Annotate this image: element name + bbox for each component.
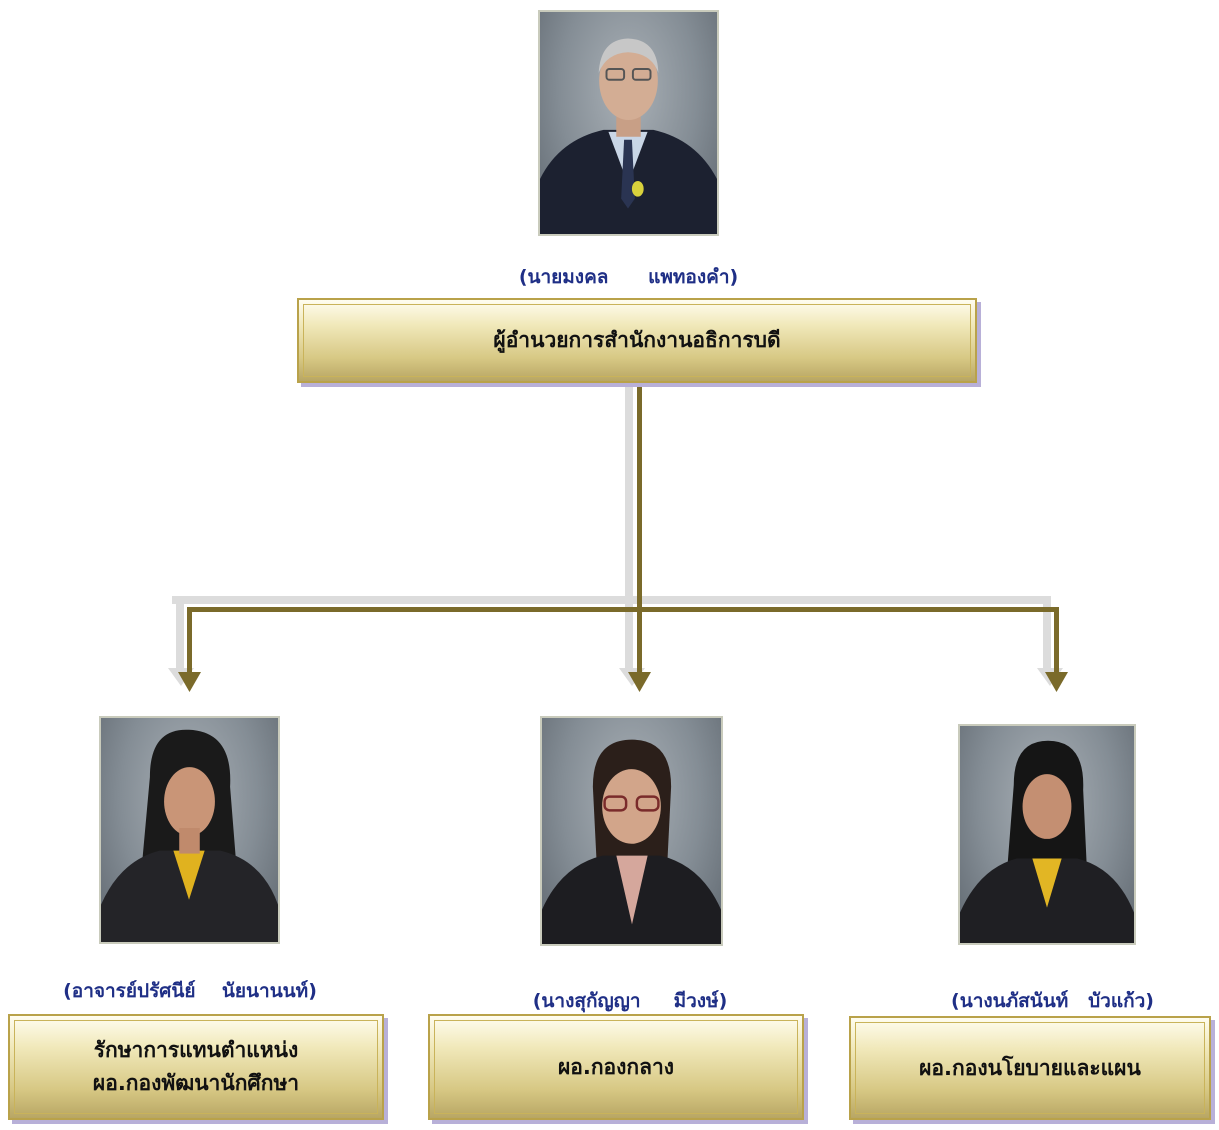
subordinate-2-position-box: ผอ.กองกลาง: [428, 1014, 804, 1120]
vertical-trunk-line: [637, 382, 642, 672]
subordinate-2-photo: [540, 716, 723, 946]
subordinate-2-position-label: ผอ.กองกลาง: [557, 1054, 675, 1079]
director-position-box: ผู้อำนวยการสำนักงานอธิการบดี: [297, 298, 977, 383]
branch-left-line: [187, 607, 192, 673]
subordinate-3-position-label: ผอ.กองนโยบายและแผน: [919, 1055, 1141, 1080]
horizontal-branch-line: [187, 607, 1059, 612]
director-name: (นายมงคล แพทองคำ): [518, 266, 739, 288]
arrow-center-icon: [628, 672, 651, 692]
subordinate-3-name: (นางนภัสนันท์ บัวแก้ว): [951, 990, 1154, 1012]
arrow-right-icon: [1045, 672, 1068, 692]
subordinate-1-position-label: รักษาการแทนตำแหน่ง ผอ.กองพัฒนานักศึกษา: [92, 1038, 300, 1095]
subordinate-1-name: (อาจารย์ปรัศนีย์ นัยนานนท์): [63, 980, 317, 1002]
director-position-label: ผู้อำนวยการสำนักงานอธิการบดี: [493, 328, 781, 353]
subordinate-2-name: (นางสุกัญญา มีวงษ์): [532, 990, 728, 1012]
subordinate-1-photo: [99, 716, 280, 944]
subordinate-1-position-box: รักษาการแทนตำแหน่ง ผอ.กองพัฒนานักศึกษา: [8, 1014, 384, 1120]
connector-lines: [178, 382, 1068, 692]
subordinate-3-position-box: ผอ.กองนโยบายและแผน: [849, 1016, 1211, 1120]
branch-right-line: [1054, 607, 1059, 673]
subordinate-3-photo: [958, 724, 1136, 945]
director-photo: [538, 10, 719, 236]
arrow-left-icon: [178, 672, 201, 692]
